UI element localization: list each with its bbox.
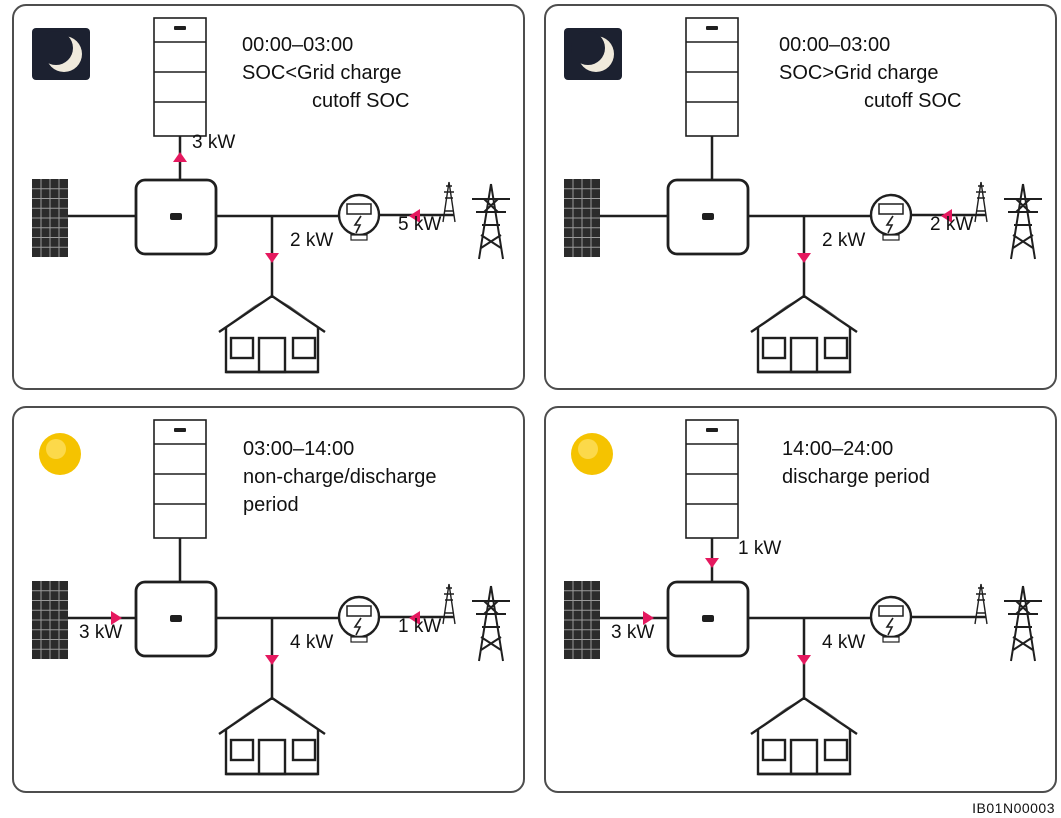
load-flow-label: 2 kW [290,230,334,251]
flow-arrow-head [705,558,719,568]
scenario-panel-4: 14:00–24:00 discharge period 1 kW 4 kW 3 kW [544,406,1057,793]
meter-icon [337,595,381,643]
scenario-line3: cutoff SOC [312,90,410,112]
flow-arrow-head [111,611,122,625]
transmission-tower-icon [1004,183,1042,260]
load-flow-label: 4 kW [822,632,866,653]
transmission-tower-icon [472,183,510,260]
flow-arrow-head [265,655,279,665]
moon-icon [32,28,90,80]
pv-flow-label: 3 kW [79,622,123,643]
figure-code: IB01N00003 [972,800,1055,816]
moon-icon [564,28,622,80]
solar-panel-icon [564,581,668,659]
grid-flow-label: 5 kW [398,214,442,235]
scenario-line2: non-charge/discharge [243,466,437,488]
scenario-time: 00:00–03:00 [242,34,354,56]
small-pylon-icon [442,181,456,223]
battery-stack [153,419,207,539]
load-flow-label: 4 kW [290,632,334,653]
house-icon [218,696,326,776]
sun-icon [39,433,81,475]
flow-arrow-head [409,209,420,223]
scenario-time: 00:00–03:00 [779,34,891,56]
flow-arrow-head [643,611,654,625]
small-pylon-icon [442,583,456,625]
scenario-time: 03:00–14:00 [243,438,355,460]
sun-icon [571,433,613,475]
meter-icon [869,595,913,643]
grid-flow-label: 1 kW [398,616,442,637]
pv-flow-label: 3 kW [611,622,655,643]
grid-flow-label: 2 kW [930,214,974,235]
transmission-tower-icon [472,585,510,662]
house-icon [218,294,326,374]
scenario-line2: discharge period [782,466,930,488]
flow-arrow-head [173,152,187,162]
solar-panel-icon [32,581,136,659]
inverter [134,538,218,658]
scenario-time: 14:00–24:00 [782,438,894,460]
inverter [666,538,750,658]
house-icon [750,294,858,374]
flow-arrow-head [941,209,952,223]
flow-arrow-head [797,253,811,263]
transmission-tower-icon [1004,585,1042,662]
meter-icon [869,193,913,241]
scenario-line3: cutoff SOC [864,90,962,112]
flow-arrow-head [409,611,420,625]
scenario-line2: SOC>Grid charge [779,62,939,84]
small-pylon-icon [974,583,988,625]
scenario-line2: SOC<Grid charge [242,62,402,84]
battery-stack [685,17,739,137]
meter-icon [337,193,381,241]
inverter [666,136,750,256]
small-pylon-icon [974,181,988,223]
solar-panel-icon [32,179,136,257]
scenario-line3: period [243,494,299,516]
scenario-panel-3: 03:00–14:00 non-charge/discharge period 4 k… [12,406,525,793]
battery-stack [153,17,207,137]
load-flow-label: 2 kW [822,230,866,251]
flow-arrow-head [797,655,811,665]
battery-stack [685,419,739,539]
house-icon [750,696,858,776]
battery-flow-label: 3 kW [192,132,236,153]
battery-flow-label: 1 kW [738,538,782,559]
solar-panel-icon [564,179,668,257]
flow-arrow-head [265,253,279,263]
